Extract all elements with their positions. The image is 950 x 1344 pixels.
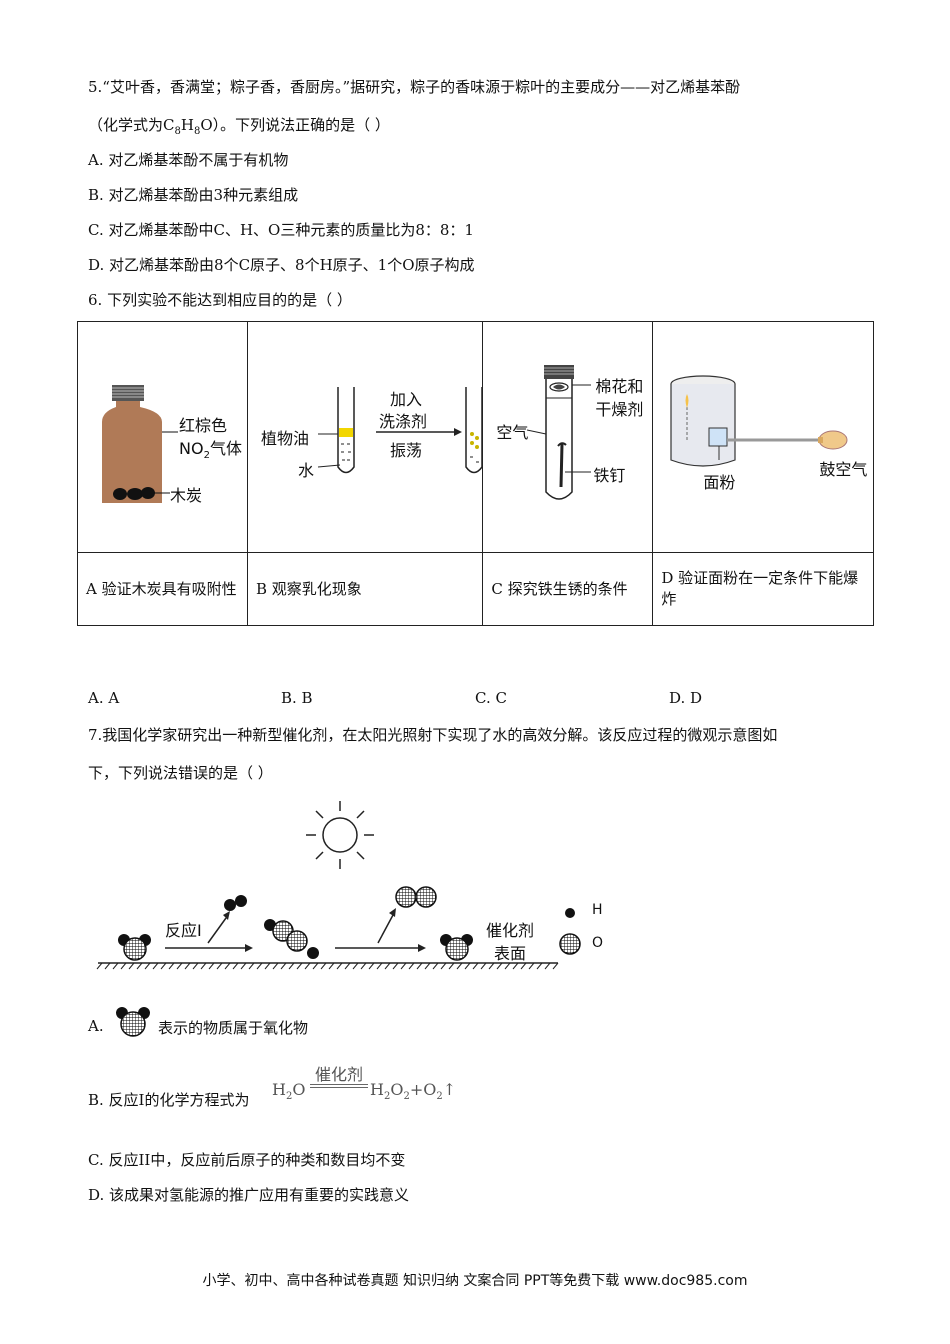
legend-label-o: O [592, 935, 604, 951]
diagram-label-catalyst: 催化剂 [486, 921, 535, 940]
q6-experiment-table: 红棕色 NO2气体 木炭 植物油 水 加入 洗 [77, 321, 874, 626]
exp-c-label-air: 空气 [496, 423, 529, 442]
exp-d-label-flour: 面粉 [703, 473, 736, 492]
test-tube-diagram [317, 387, 483, 474]
page-footer: 小学、初中、高中各种试卷真题 知识归纳 文案合同 PPT等免费下载 www.do… [202, 1273, 748, 1289]
hydrogen-peroxide-molecule-icon [264, 919, 319, 959]
exp-b-label-shake: 振荡 [389, 441, 422, 460]
exp-a-figure: 红棕色 NO2气体 木炭 [77, 321, 248, 553]
exp-c-label-cotton1: 棉花和 [595, 377, 644, 396]
q5-stem-line1: 5.“艾叶香，香满堂；粽子香，香厨房。”据研究，粽子的香味源于粽叶的主要成分——… [88, 78, 741, 96]
exp-c-label-nail: 铁钉 [593, 466, 626, 485]
q6-option-a: A. A [88, 689, 120, 707]
water-splitting-diagram [96, 801, 581, 970]
exp-b-figure: 植物油 水 加入 洗涤剂 振荡 [246, 321, 484, 553]
q7-option-b-equation: H2O [272, 1080, 306, 1103]
q7-stem-line1: 7.我国化学家研究出一种新型催化剂，在太阳光照射下实现了水的高效分解。该反应过程… [88, 726, 778, 744]
q5-option-b: B. 对乙烯基苯酚由3种元素组成 [88, 186, 299, 204]
exp-c-caption: C 探究铁生锈的条件 [482, 552, 654, 626]
exp-b-label-detergent: 洗涤剂 [378, 412, 427, 431]
exp-a-label-gas1: 红棕色 [179, 416, 228, 435]
exp-b-label-oil: 植物油 [260, 429, 309, 448]
bottle-diagram [102, 385, 178, 503]
exp-b-label-add: 加入 [389, 390, 422, 409]
legend-hydrogen-icon [565, 908, 575, 918]
q5-stem-line2: （化学式为C8H8O）。下列说法正确的是（ ） [88, 116, 390, 137]
legend-oxygen-icon [559, 933, 581, 955]
equation-catalyst-label: 催化剂 [314, 1065, 363, 1084]
q7-stem-line2: 下，下列说法错误的是（ ） [88, 764, 273, 782]
exp-a-label-charcoal: 木炭 [170, 486, 203, 505]
q7-option-a-text: 表示的物质属于氧化物 [158, 1019, 309, 1037]
q6-option-d: D. D [669, 689, 703, 707]
q7-option-b-text: B. 反应I的化学方程式为 [88, 1091, 250, 1109]
water-molecule-icon [116, 1007, 150, 1037]
legend-label-h: H [592, 902, 603, 918]
exp-d-caption: D 验证面粉在一定条件下能爆炸 [652, 552, 874, 626]
nail-tube-diagram [527, 365, 592, 500]
q5-option-c: C. 对乙烯基苯酚中C、H、O三种元素的质量比为8：8：1 [88, 221, 474, 239]
exp-a-label-gas2: NO2气体 [179, 439, 242, 462]
exp-a-caption: A 验证木炭具有吸附性 [77, 552, 248, 626]
diagram-label-surface: 表面 [494, 944, 527, 963]
q7-option-c: C. 反应II中，反应前后原子的种类和数目均不变 [88, 1151, 406, 1169]
q5-option-a: A. 对乙烯基苯酚不属于有机物 [88, 151, 289, 169]
q7-option-a-label: A. [88, 1017, 104, 1035]
exp-c-figure: 棉花和 干燥剂 空气 铁钉 [482, 321, 654, 553]
q6-option-b: B. B [281, 689, 313, 707]
q5-option-d: D. 对乙烯基苯酚由8个C原子、8个H原子、1个O原子构成 [88, 256, 475, 274]
q7-option-d: D. 该成果对氢能源的推广应用有重要的实践意义 [88, 1186, 410, 1204]
exp-d-label-blow: 鼓空气 [819, 460, 868, 479]
sun-icon [306, 801, 374, 869]
flour-can-diagram [670, 375, 848, 467]
exp-d-figure: 面粉 鼓空气 [652, 321, 874, 553]
q7-option-b-products: H2O2+O2↑ [370, 1080, 457, 1103]
diagram-label-reaction1: 反应I [165, 921, 202, 940]
q6-stem: 6. 下列实验不能达到相应目的的是（ ） [88, 291, 352, 309]
water-molecule-icon [118, 934, 151, 961]
exp-b-caption: B 观察乳化现象 [246, 552, 484, 626]
equation-equal-sign [310, 1084, 368, 1088]
exp-b-label-water: 水 [297, 461, 314, 480]
exp-c-label-cotton2: 干燥剂 [595, 400, 644, 419]
q6-option-c: C. C [475, 689, 507, 707]
